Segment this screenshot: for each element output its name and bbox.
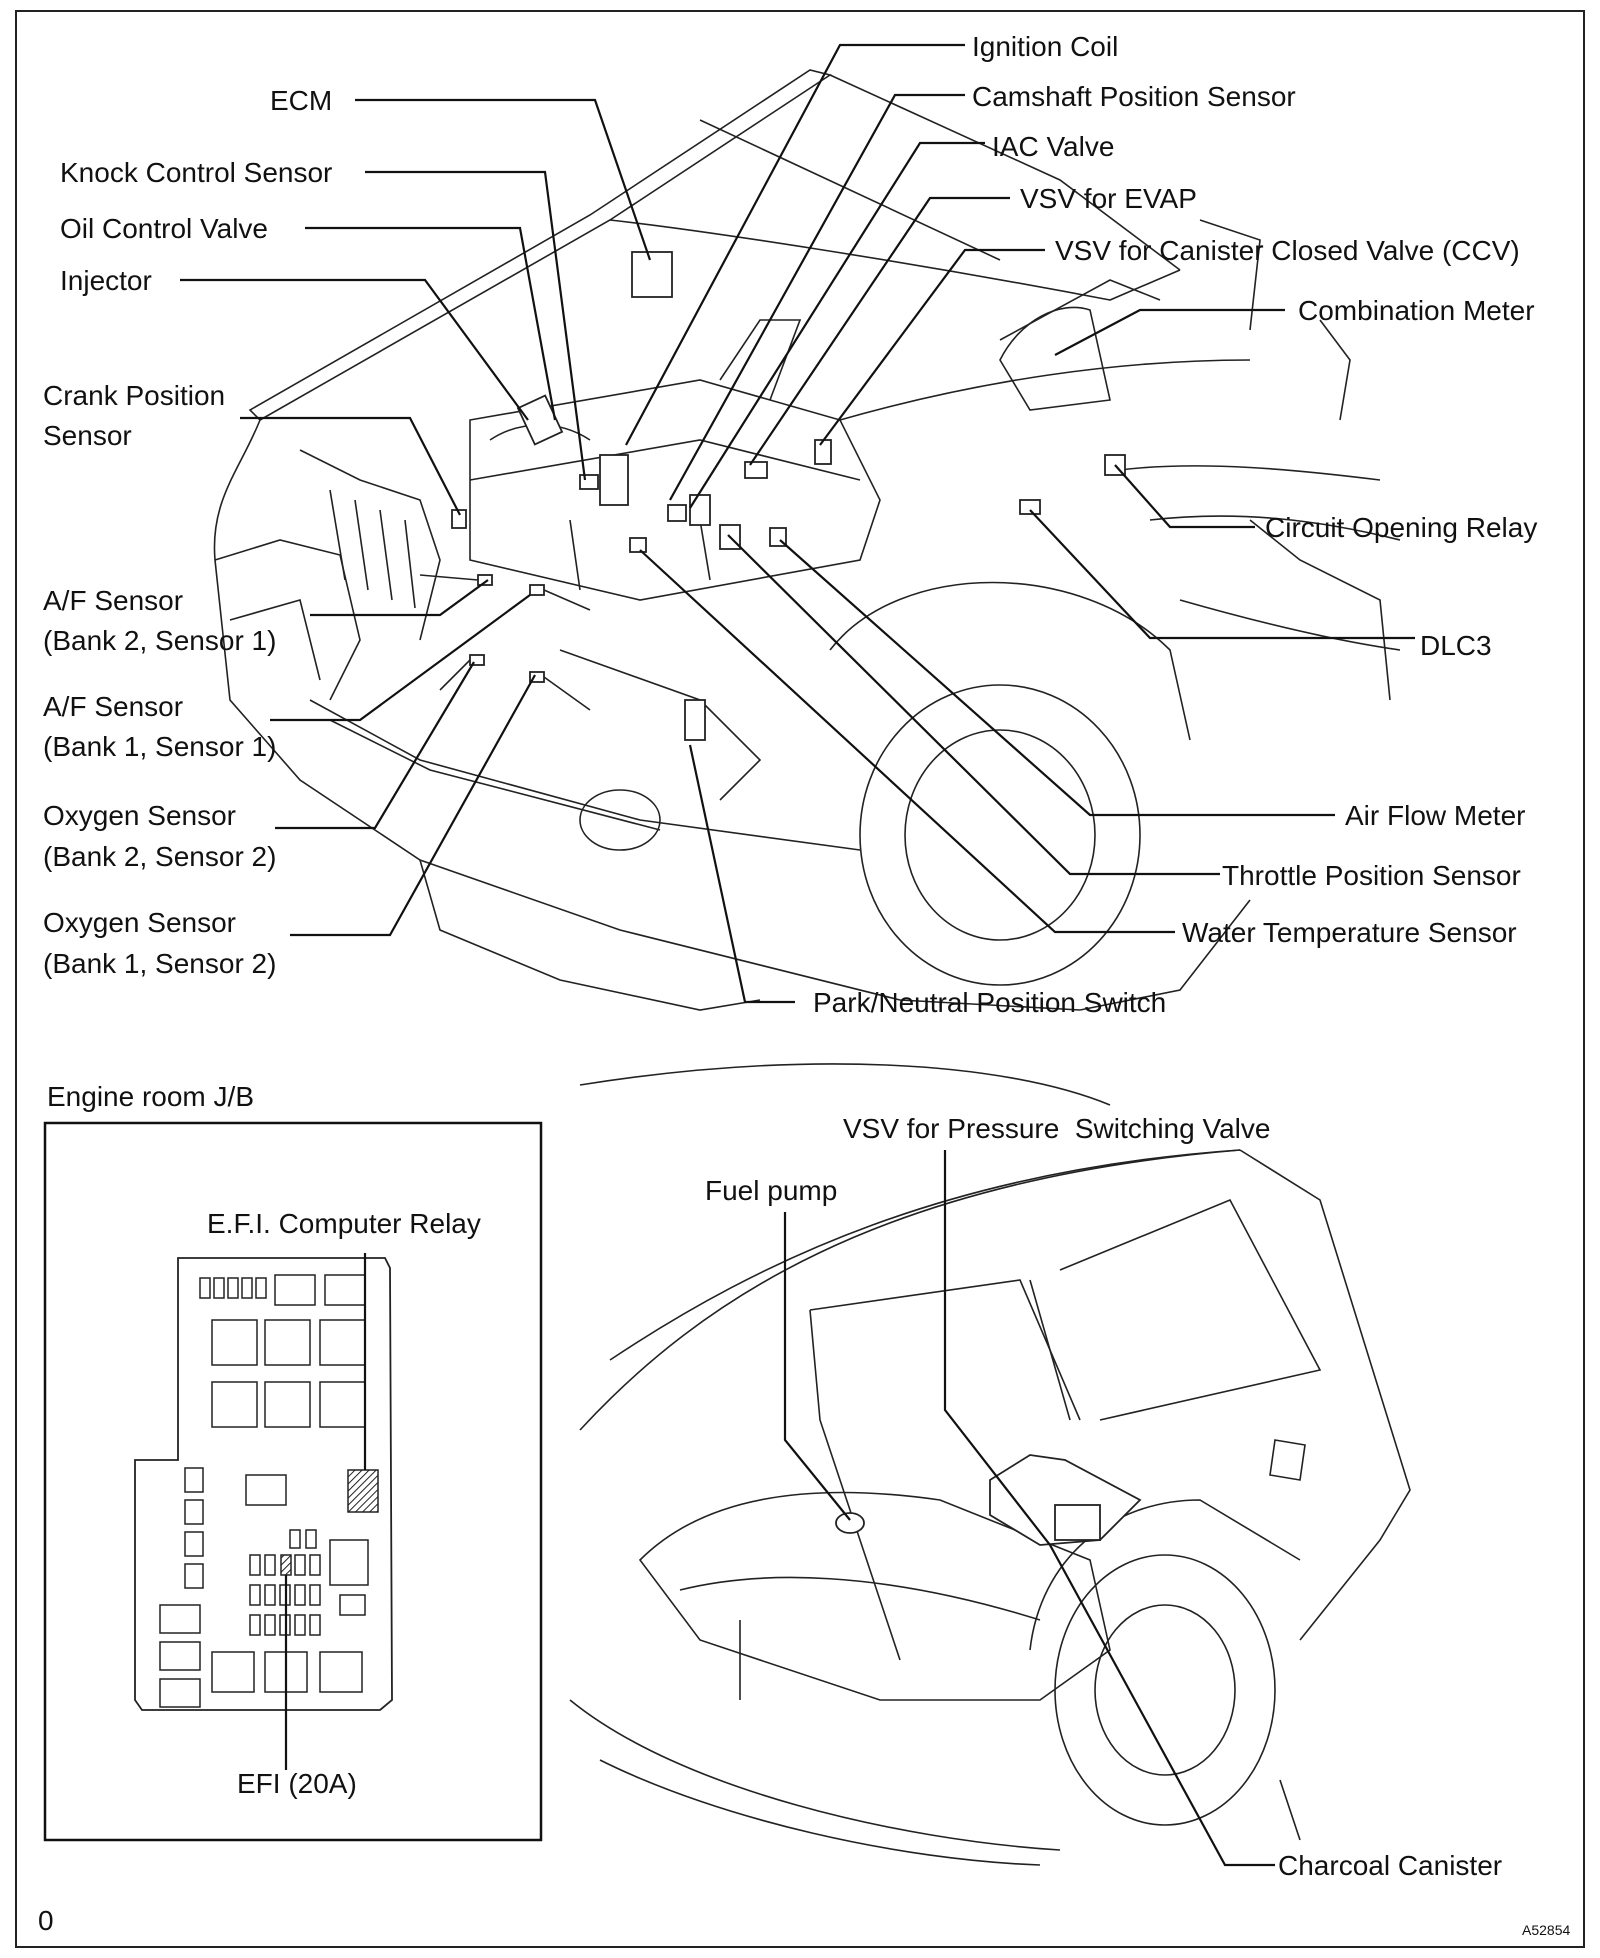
label-circuit-opening-relay: Circuit Opening Relay bbox=[1265, 512, 1537, 543]
label-fuel-pump: Fuel pump bbox=[705, 1175, 837, 1206]
label-af-sensor-b2s1-line2: (Bank 2, Sensor 1) bbox=[43, 625, 276, 656]
label-oxygen-sensor-b1s2-line2: (Bank 1, Sensor 2) bbox=[43, 948, 276, 979]
label-ignition-coil: Ignition Coil bbox=[972, 31, 1118, 62]
label-af-sensor-b2s1-line1: A/F Sensor bbox=[43, 585, 183, 616]
label-combination-meter: Combination Meter bbox=[1298, 295, 1535, 326]
jb-inset-frame bbox=[43, 1121, 543, 1842]
label-camshaft-position-sensor: Camshaft Position Sensor bbox=[972, 81, 1296, 112]
efi-computer-relay-marker bbox=[347, 1469, 379, 1513]
front-vehicle-drawing bbox=[213, 69, 1401, 1011]
label-ecm: ECM bbox=[270, 85, 332, 116]
label-charcoal-canister: Charcoal Canister bbox=[1278, 1850, 1502, 1881]
label-throttle-position-sensor: Throttle Position Sensor bbox=[1222, 860, 1521, 891]
label-park-neutral-position-switch: Park/Neutral Position Switch bbox=[813, 987, 1166, 1018]
label-vsv-for-evap: VSV for EVAP bbox=[1020, 183, 1197, 214]
label-oxygen-sensor-b2s2-line1: Oxygen Sensor bbox=[43, 800, 236, 831]
label-vsv-pressure-switching-valve: VSV for Pressure Switching Valve bbox=[843, 1113, 1270, 1144]
label-crank-position-sensor-line2: Sensor bbox=[43, 420, 132, 451]
label-oxygen-sensor-b2s2-line2: (Bank 2, Sensor 2) bbox=[43, 841, 276, 872]
label-water-temperature-sensor: Water Temperature Sensor bbox=[1182, 917, 1517, 948]
label-oxygen-sensor-b1s2-line1: Oxygen Sensor bbox=[43, 907, 236, 938]
figure-code: A52854 bbox=[1522, 1922, 1570, 1938]
label-oil-control-valve: Oil Control Valve bbox=[60, 213, 268, 244]
label-knock-control-sensor: Knock Control Sensor bbox=[60, 157, 332, 188]
label-dlc3: DLC3 bbox=[1420, 630, 1492, 661]
label-af-sensor-b1s1-line1: A/F Sensor bbox=[43, 691, 183, 722]
label-engine-room-jb: Engine room J/B bbox=[47, 1081, 254, 1112]
label-air-flow-meter: Air Flow Meter bbox=[1345, 800, 1525, 831]
label-efi-computer-relay: E.F.I. Computer Relay bbox=[207, 1208, 481, 1239]
efi-fuse-marker bbox=[280, 1554, 292, 1576]
label-injector: Injector bbox=[60, 265, 152, 296]
label-iac-valve: IAC Valve bbox=[992, 131, 1114, 162]
label-af-sensor-b1s1-line2: (Bank 1, Sensor 1) bbox=[43, 731, 276, 762]
component-labels: Ignition Coil Camshaft Position Sensor E… bbox=[43, 31, 1537, 1881]
label-vsv-for-ccv: VSV for Canister Closed Valve (CCV) bbox=[1055, 235, 1520, 266]
leader-lines bbox=[180, 43, 1415, 1867]
page-marker: 0 bbox=[38, 1905, 54, 1936]
label-crank-position-sensor-line1: Crank Position bbox=[43, 380, 225, 411]
label-efi-20a: EFI (20A) bbox=[237, 1768, 357, 1799]
rear-vehicle-drawing bbox=[569, 1063, 1411, 1866]
engine-room-jb bbox=[43, 1121, 543, 1842]
